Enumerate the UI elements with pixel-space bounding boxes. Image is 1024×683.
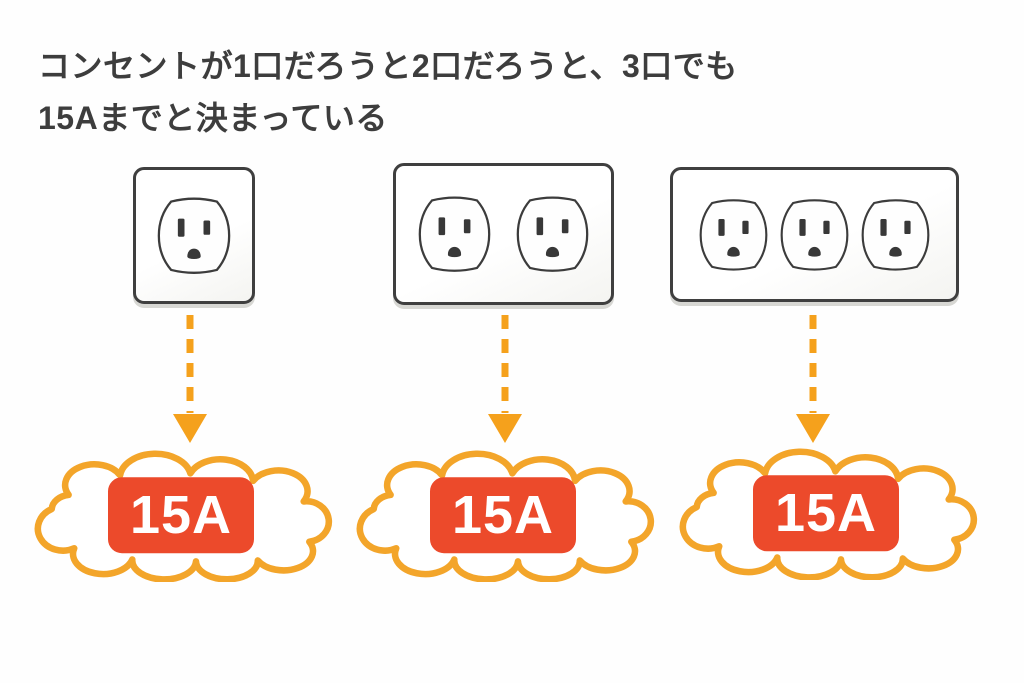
amp-badge: 15A — [753, 474, 899, 551]
socket-face-icon — [516, 196, 589, 272]
amp-limit-cloud-1: 15A — [27, 449, 335, 582]
amp-limit-cloud-3: 15A — [672, 447, 980, 580]
down-arrow-icon — [488, 315, 522, 443]
socket-face-icon — [699, 198, 768, 271]
outlet-plate-triple — [670, 167, 959, 302]
title-line-1: コンセントが1口だろうと2口だろうと、3口でも — [38, 48, 738, 84]
amp-badge: 15A — [430, 476, 576, 553]
down-arrow-icon — [173, 315, 207, 443]
amp-limit-cloud-2: 15A — [349, 449, 657, 582]
outlet-plate-single — [133, 167, 255, 304]
title-line-2: 15Aまでと決まっている — [38, 100, 388, 136]
socket-face-icon — [861, 198, 930, 271]
socket-face-icon — [780, 198, 849, 271]
page-title: コンセントが1口だろうと2口だろうと、3口でも 15Aまでと決まっている — [38, 40, 738, 144]
down-arrow-icon — [796, 315, 830, 443]
outlet-plate-double — [393, 163, 614, 305]
amp-badge: 15A — [108, 476, 254, 553]
socket-face-icon — [418, 196, 491, 272]
socket-face-icon — [157, 197, 231, 274]
